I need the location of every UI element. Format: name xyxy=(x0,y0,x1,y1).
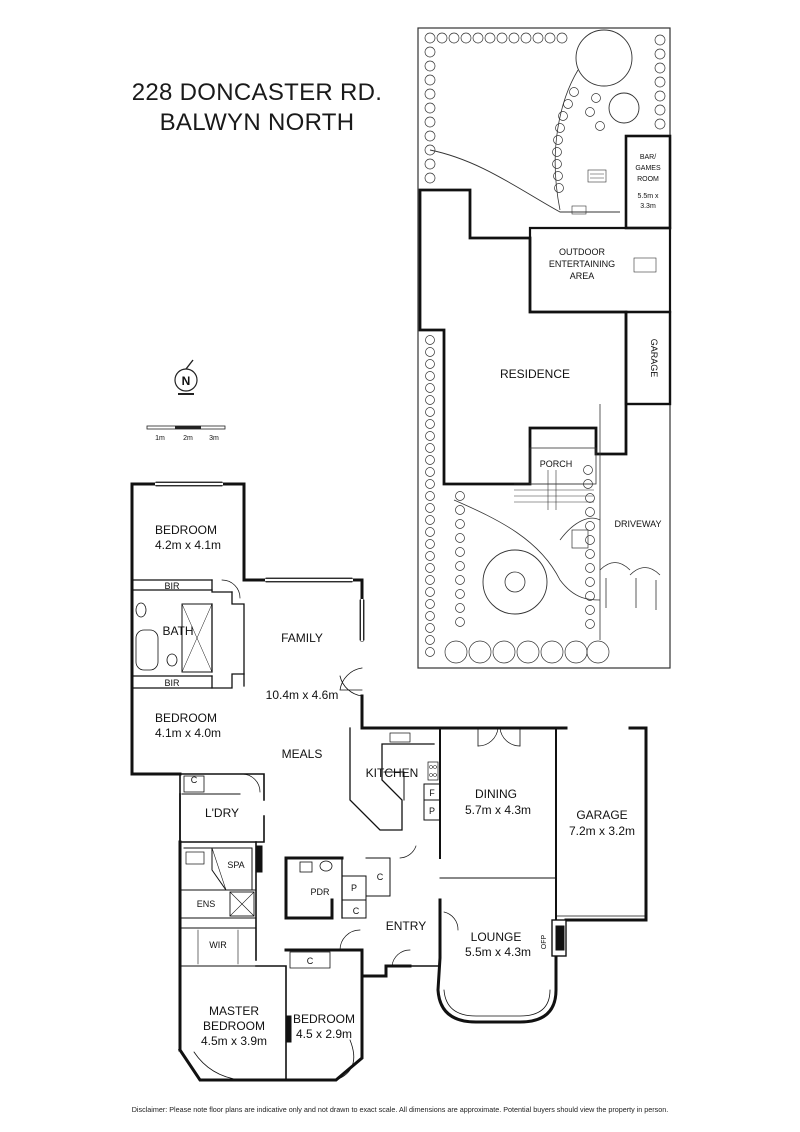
bedroom1-name: BEDROOM xyxy=(155,523,217,537)
dining-name: DINING xyxy=(475,787,517,801)
master-name1: MASTER xyxy=(209,1004,259,1018)
kitchen-f-label: F xyxy=(429,788,435,798)
outdoor-line2: ENTERTAINING xyxy=(549,259,615,269)
floor-plan-walls xyxy=(130,481,648,1082)
driveway-label: DRIVEWAY xyxy=(614,519,661,529)
driveway-gate xyxy=(599,562,631,571)
bir-bottom-label: BIR xyxy=(164,678,180,688)
ensuite-label: ENS xyxy=(197,899,216,909)
property-address-title: 228 DONCASTER RD. BALWYN NORTH xyxy=(112,78,402,138)
tree-small xyxy=(608,92,640,124)
garage-name: GARAGE xyxy=(576,808,627,822)
bedroom2-size: 4.1m x 4.0m xyxy=(155,726,221,740)
porch-label: PORCH xyxy=(540,459,573,469)
bar-games-line1: BAR/ xyxy=(640,154,656,161)
site-plan xyxy=(417,27,672,669)
scale-tick-2m: 2m xyxy=(183,435,193,442)
garden-edge-circles xyxy=(552,87,605,193)
scale-bar: 1m 2m 3m xyxy=(146,425,226,442)
family-name: FAMILY xyxy=(281,631,323,645)
meals-label: MEALS xyxy=(282,747,323,761)
ofp-label: OFP xyxy=(541,934,548,949)
laundry-c-label: C xyxy=(191,775,198,785)
pdr-p-label: P xyxy=(351,883,357,893)
bath-label: BATH xyxy=(162,624,193,638)
toilet-icon xyxy=(166,653,178,667)
hedge-row-top xyxy=(424,32,666,184)
laundry-label: L'DRY xyxy=(205,806,239,820)
outdoor-line3: AREA xyxy=(570,271,595,281)
compass-letter: N xyxy=(182,374,191,388)
scale-tick-3m: 3m xyxy=(209,435,219,442)
family-size: 10.4m x 4.6m xyxy=(266,688,339,702)
outdoor-line1: OUTDOOR xyxy=(559,247,605,257)
kitchen-label: KITCHEN xyxy=(366,766,419,780)
lounge-size: 5.5m x 4.3m xyxy=(465,945,531,959)
spa-label: SPA xyxy=(227,860,244,870)
basin-icon xyxy=(135,602,147,618)
bbq-icon xyxy=(587,169,607,183)
room-labels: BEDROOM 4.2m x 4.1m BIR BATH BIR BEDROOM… xyxy=(155,523,635,1048)
address-suburb: BALWYN NORTH xyxy=(159,109,355,136)
bathtub-icon xyxy=(135,629,159,671)
bedroom2-name: BEDROOM xyxy=(155,711,217,725)
garden-circle xyxy=(482,549,548,615)
tree-large xyxy=(575,29,633,87)
sink-icon xyxy=(389,732,411,743)
bar-games-line3: ROOM xyxy=(637,176,659,183)
cooktop-icon xyxy=(427,761,439,781)
garden-path-curve xyxy=(429,149,620,213)
site-plan-labels: BAR/ GAMES ROOM 5.5m x 3.3m OUTDOOR ENTE… xyxy=(500,154,662,529)
site-boundary xyxy=(417,27,671,669)
hedge-row-bottom xyxy=(425,335,610,664)
north-compass: N xyxy=(174,359,198,395)
steps-icon xyxy=(571,205,587,215)
bedroom1-size: 4.2m x 4.1m xyxy=(155,538,221,552)
pdr-c2-label: C xyxy=(353,906,360,916)
porch-steps xyxy=(514,470,594,510)
master-size: 4.5m x 3.9m xyxy=(201,1034,267,1048)
site-garage-label: GARAGE xyxy=(649,339,659,378)
kitchen-p-label: P xyxy=(429,806,435,816)
address-street: 228 DONCASTER RD. xyxy=(131,79,383,106)
bar-games-line4: 5.5m x xyxy=(637,193,659,200)
residence-label: RESIDENCE xyxy=(500,367,570,381)
bar-games-line5: 3.3m xyxy=(640,203,656,210)
outdoor-entertaining-outline xyxy=(528,226,672,314)
bir-top-label: BIR xyxy=(164,581,180,591)
bedroom3-c-label: C xyxy=(307,956,314,966)
bedroom3-size: 4.5 x 2.9m xyxy=(296,1027,352,1041)
outdoor-bbq-icon xyxy=(633,257,657,273)
pdr-label: PDR xyxy=(310,887,330,897)
site-garage-outline xyxy=(624,310,672,406)
scale-tick-1m: 1m xyxy=(155,435,165,442)
entry-label: ENTRY xyxy=(386,919,426,933)
garage-size: 7.2m x 3.2m xyxy=(569,824,635,838)
disclaimer-text: Disclaimer: Please note floor plans are … xyxy=(131,1105,669,1114)
bedroom3-name: BEDROOM xyxy=(293,1012,355,1026)
bar-games-line2: GAMES xyxy=(635,165,661,172)
wir-label: WIR xyxy=(209,940,227,950)
lounge-name: LOUNGE xyxy=(471,930,522,944)
pdr-c1-label: C xyxy=(377,872,384,882)
dining-size: 5.7m x 4.3m xyxy=(465,803,531,817)
residence-outline xyxy=(418,188,628,486)
master-name2: BEDROOM xyxy=(203,1019,265,1033)
